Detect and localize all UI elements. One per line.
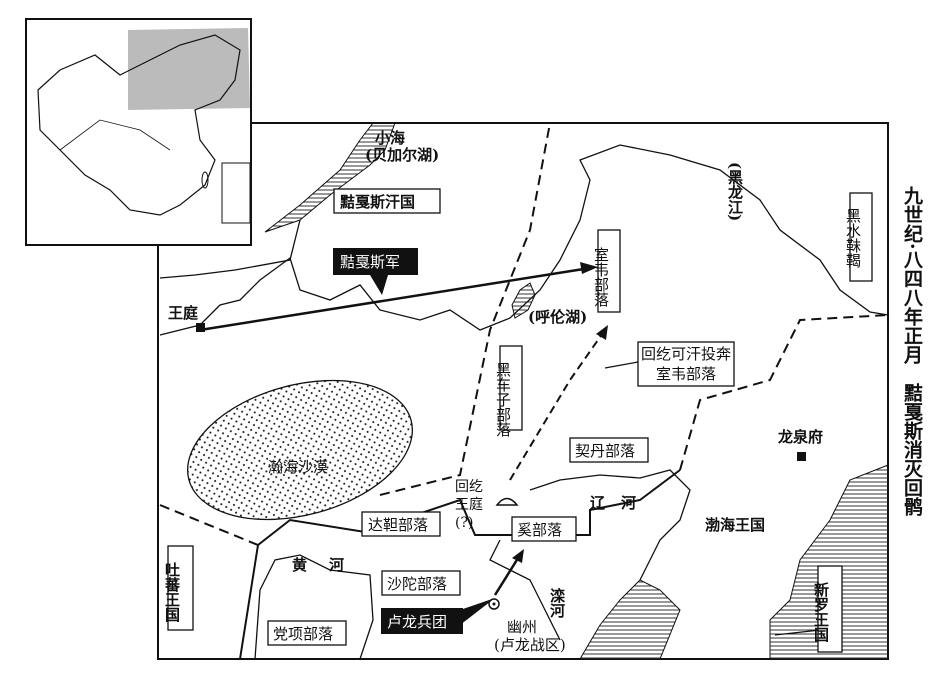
label-bohai: 渤海王国 — [705, 516, 765, 534]
label-uyghur-flight: 回纥可汗投奔室韦部落 — [640, 345, 731, 383]
map-frame — [157, 122, 889, 660]
uyghur-flight-arrow — [509, 329, 606, 481]
lulong-army-arrow — [493, 554, 522, 596]
arrow-head-icon — [596, 325, 608, 340]
bohai-border — [679, 314, 889, 471]
label-hulun-lake: (呼伦湖) — [528, 308, 587, 326]
kyrgyz-uyghur-border — [379, 122, 551, 496]
label-heichezi: 黑车子部落 — [494, 362, 512, 437]
label-heishui-mohe: 黑水靺鞨 — [844, 208, 862, 268]
label-dangxiang: 党项部落 — [273, 625, 333, 643]
inset-highlight-region — [128, 28, 250, 110]
kyrgyz-army-arrow — [199, 266, 591, 332]
map-title: 九世纪·八四八年正月 黠戛斯消灭回鹘 — [901, 186, 923, 516]
label-shatuo: 沙陀部落 — [387, 575, 447, 593]
inset-china-map — [25, 18, 252, 246]
label-kyrgyz-khanate: 黠戛斯汗国 — [340, 193, 415, 211]
tang-border — [257, 469, 681, 546]
longquanfu-marker — [797, 452, 806, 461]
selenga-amur-river — [159, 144, 889, 336]
hanhai-desert — [187, 379, 413, 521]
sea-east — [769, 464, 889, 660]
royal-court-marker — [196, 323, 205, 332]
label-kyrgyz-army: 黠戛斯军 — [340, 253, 400, 271]
label-royal-court: 王庭 — [168, 304, 199, 322]
xinluo-arrow — [774, 629, 821, 636]
liao-river — [529, 469, 691, 581]
bohai-sea — [579, 579, 681, 660]
tang-border-west — [239, 544, 259, 660]
label-luan-river: 滦河 — [548, 587, 566, 619]
label-shiwei: 室韦部落 — [592, 247, 610, 307]
label-youzhou: 幽州 — [507, 618, 537, 636]
label-khitan: 契丹部落 — [575, 442, 635, 460]
label-longquanfu: 龙泉府 — [777, 428, 823, 446]
label-yellow-river: 黄河 — [292, 556, 366, 574]
tent-icon — [495, 497, 519, 506]
label-lulong-district: (卢龙战区) — [494, 636, 566, 654]
label-uyghur-court: 回纥王庭(?) — [455, 479, 483, 531]
label-xiaohai: 小海 — [375, 129, 405, 147]
yellow-river — [254, 554, 374, 660]
label-tatar: 达靼部落 — [368, 516, 428, 534]
label-heilong-river: (黑龙江) — [726, 162, 744, 221]
label-xi: 奚部落 — [517, 521, 562, 539]
river-line — [159, 219, 301, 279]
arrow-head-icon — [512, 549, 524, 563]
luan-river — [489, 539, 561, 641]
label-xinluo: 新罗王国 — [812, 581, 830, 643]
lake-baikal — [264, 122, 396, 233]
label-baikal: (贝加尔湖) — [365, 146, 439, 164]
label-tibet: 吐蕃王国 — [163, 562, 181, 623]
arrow-head-icon — [580, 262, 598, 274]
label-lulong-army: 卢龙兵团 — [387, 613, 447, 631]
label-hanhai-desert: 瀚海沙漠 — [268, 458, 328, 476]
tibet-border — [159, 504, 259, 546]
label-liao-river: 辽河 — [590, 494, 652, 512]
